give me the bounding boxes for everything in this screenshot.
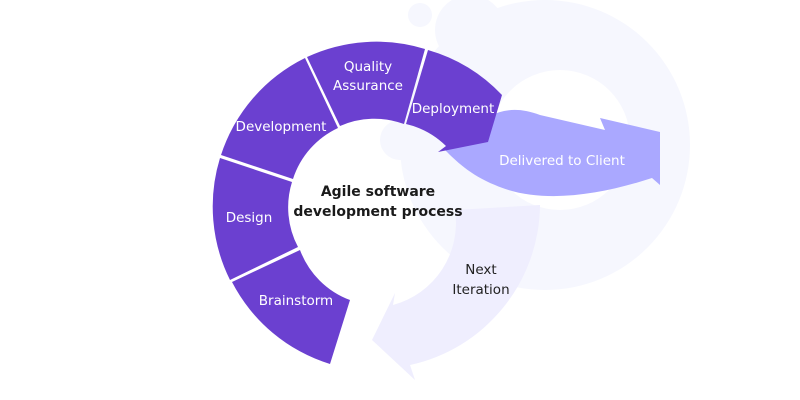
stage-label-development: Development <box>236 119 327 135</box>
stage-deployment[interactable] <box>406 50 502 152</box>
stage-design[interactable] <box>212 158 298 280</box>
stage-label-brainstorm: Brainstorm <box>259 293 333 309</box>
stage-brainstorm[interactable] <box>232 250 350 364</box>
delivered-label: Delivered to Client <box>499 153 625 169</box>
iteration-label: Iteration <box>452 282 509 298</box>
stage-development[interactable] <box>221 58 338 179</box>
stage-label-quality: Quality <box>344 59 392 75</box>
center-title-line1: Agile software <box>321 184 435 200</box>
next-label: Next <box>465 262 496 278</box>
center-title-line2: development process <box>293 204 462 220</box>
stage-label-deployment: Deployment <box>412 101 495 117</box>
next-iteration-arrow <box>372 205 540 380</box>
stage-label-design: Design <box>226 210 273 226</box>
stage-label-assurance: Assurance <box>333 78 403 94</box>
delivered-to-client-arrow <box>445 109 660 197</box>
stage-quality-assurance[interactable] <box>307 41 425 126</box>
stage-ring <box>212 41 502 364</box>
